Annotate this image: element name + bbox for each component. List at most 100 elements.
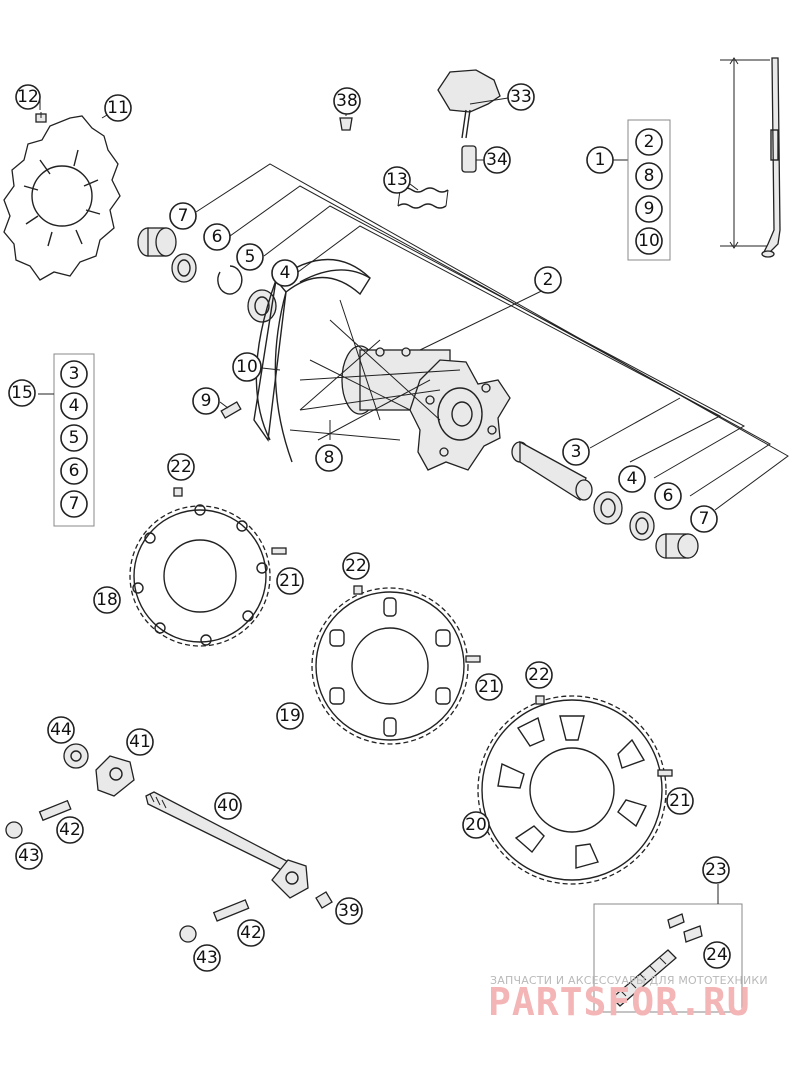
axle-cap <box>315 891 333 909</box>
callout-15-sub-5: 5 <box>60 424 88 452</box>
sprocket-bolt-a <box>173 487 287 555</box>
callout-3-right: 3 <box>562 438 590 466</box>
tire-valve <box>220 401 242 419</box>
callout-label: 2 <box>543 270 554 290</box>
callout-label: 42 <box>240 923 262 943</box>
callout-label: 19 <box>279 706 301 726</box>
callout-15-sub-6: 6 <box>60 457 88 485</box>
callout-12: 12 <box>15 84 41 110</box>
callout-15: 15 <box>8 379 36 407</box>
callout-22-c: 22 <box>525 661 553 689</box>
callout-8: 8 <box>315 444 343 472</box>
callout-21-c: 21 <box>666 787 694 815</box>
callout-label: 11 <box>107 98 129 118</box>
callout-label: 1 <box>595 150 606 170</box>
rim-tape <box>397 187 449 209</box>
disc-bolt-icon <box>35 112 47 123</box>
lock-nut-b <box>179 925 197 943</box>
callout-label: 2 <box>644 132 655 152</box>
callout-21-b: 21 <box>475 673 503 701</box>
callout-label: 39 <box>338 901 360 921</box>
callout-15-sub-3: 3 <box>60 360 88 388</box>
spacer-sleeve <box>461 145 477 173</box>
callout-label: 9 <box>201 391 212 411</box>
callout-label: 4 <box>69 396 80 416</box>
chain-adjuster-left <box>95 755 135 797</box>
sprocket-c <box>477 695 667 885</box>
callout-1-sub-9: 9 <box>635 195 663 223</box>
circlip-left <box>217 265 243 295</box>
callout-15-sub-7: 7 <box>60 490 88 518</box>
hub-spacer-right <box>655 533 699 559</box>
callout-1-sub-10: 10 <box>635 227 663 255</box>
callout-7-right: 7 <box>690 505 718 533</box>
callout-label: 15 <box>11 383 33 403</box>
callout-5-top: 5 <box>236 243 264 271</box>
callout-label: 20 <box>465 815 487 835</box>
chain-link <box>611 913 703 1007</box>
sprocket-a <box>129 504 271 647</box>
callout-label: 9 <box>644 199 655 219</box>
sprocket-b <box>311 587 469 745</box>
callout-label: 7 <box>178 206 189 226</box>
callout-label: 21 <box>669 791 691 811</box>
chain-adjuster-right <box>271 859 309 899</box>
callout-21-a: 21 <box>276 567 304 595</box>
callout-label: 6 <box>212 227 223 247</box>
callout-11: 11 <box>104 94 132 122</box>
callout-label: 7 <box>69 494 80 514</box>
callout-9: 9 <box>192 387 220 415</box>
callout-label: 8 <box>324 448 335 468</box>
callout-23: 23 <box>702 856 730 884</box>
callout-label: 22 <box>528 665 550 685</box>
callout-label: 10 <box>638 231 660 251</box>
hub-spacer-left <box>137 227 177 257</box>
callout-label: 12 <box>17 87 39 107</box>
callout-22-a: 22 <box>167 453 195 481</box>
group-box-bearings <box>53 353 95 527</box>
callout-22-b: 22 <box>342 552 370 580</box>
sprocket-bolt-b <box>353 585 481 663</box>
ball-bearing-left <box>247 289 277 323</box>
callout-18: 18 <box>93 586 121 614</box>
spokes-set <box>289 299 461 441</box>
callout-7-top: 7 <box>169 202 197 230</box>
callout-label: 24 <box>706 945 728 965</box>
callout-34: 34 <box>483 146 511 174</box>
spoke <box>720 57 781 258</box>
callout-44: 44 <box>47 716 75 744</box>
callout-label: 5 <box>245 247 256 267</box>
callout-label: 22 <box>170 457 192 477</box>
oil-seal-right <box>629 511 655 541</box>
group-box-spoke <box>627 119 671 261</box>
brake-disc <box>3 115 121 281</box>
callout-label: 42 <box>59 820 81 840</box>
valve-cap <box>339 117 353 131</box>
callout-label: 5 <box>69 428 80 448</box>
hub-spacer-tube <box>511 440 593 502</box>
callout-4-top: 4 <box>271 259 299 287</box>
callout-label: 18 <box>96 590 118 610</box>
callout-24: 24 <box>703 941 731 969</box>
callout-19: 19 <box>276 702 304 730</box>
callout-43-a: 43 <box>15 842 43 870</box>
callout-label: 23 <box>705 860 727 880</box>
callout-33: 33 <box>507 83 535 111</box>
watermark-caption: ЗАПЧАСТИ И АКСЕССУАРЫ ДЛЯ МОТОТЕХНИКИ <box>490 974 768 987</box>
callout-2: 2 <box>534 266 562 294</box>
adjusting-screw-a <box>38 799 72 822</box>
callout-label: 21 <box>279 571 301 591</box>
callout-label: 3 <box>69 364 80 384</box>
callout-label: 41 <box>129 732 151 752</box>
callout-6-top: 6 <box>203 223 231 251</box>
callout-43-b: 43 <box>193 944 221 972</box>
callout-label: 38 <box>336 91 358 111</box>
rim-protector <box>437 69 501 139</box>
callout-38: 38 <box>333 87 361 115</box>
oil-seal-left <box>171 253 197 283</box>
sprocket-bolt-c <box>535 695 673 777</box>
callout-label: 4 <box>627 469 638 489</box>
group-box-chain <box>593 903 743 1013</box>
wheel-hub <box>341 345 511 471</box>
